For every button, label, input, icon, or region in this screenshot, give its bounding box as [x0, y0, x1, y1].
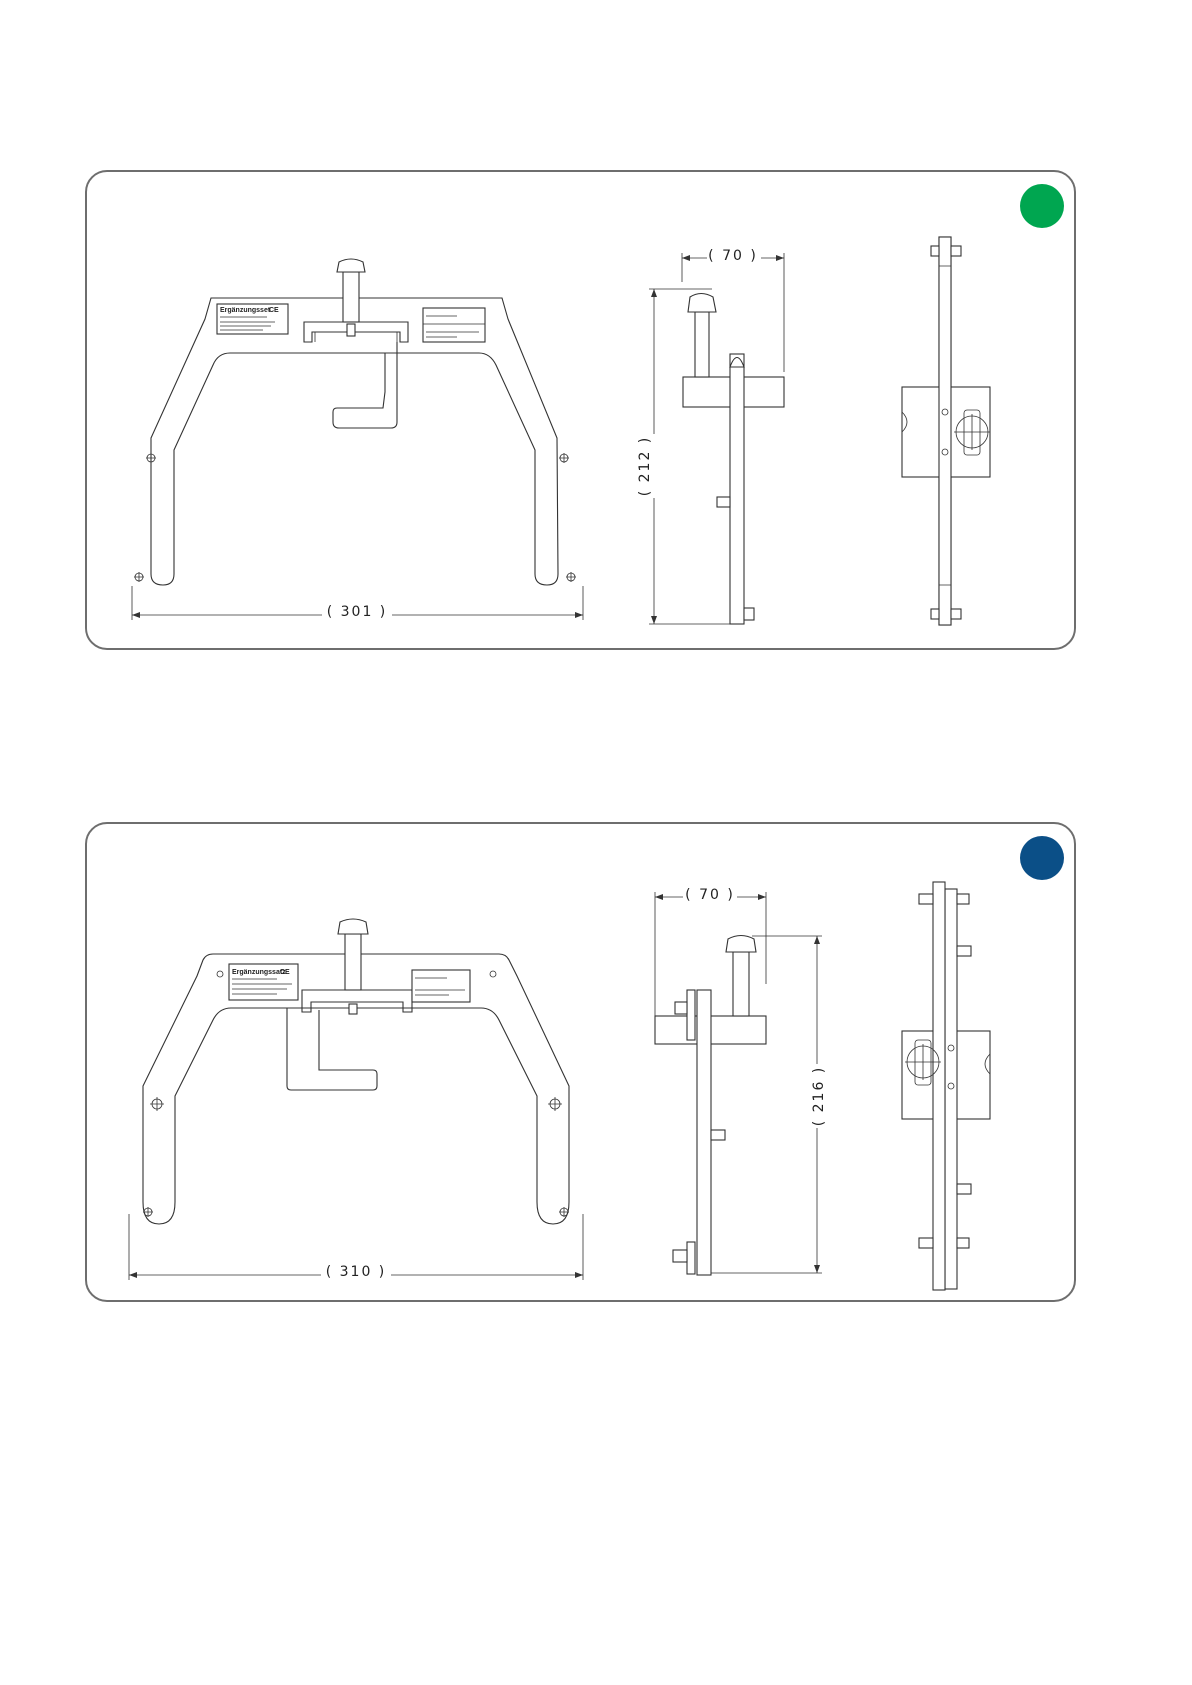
dimension-width: ( 310 )	[326, 1264, 387, 1280]
front-view: Ergänzungssatz CE ( 310 )	[129, 919, 583, 1280]
plate-left-title: Ergänzungsset	[220, 307, 271, 314]
plate-left-marking: CE	[280, 969, 290, 976]
technical-drawing-bottom: Ergänzungssatz CE ( 310 )	[87, 824, 1078, 1304]
drawing-panel-bottom: Ergänzungssatz CE ( 310 )	[85, 822, 1076, 1302]
end-view	[902, 882, 990, 1290]
plate-left-marking: CE	[269, 307, 279, 314]
side-view: ( 70 ) ( 216 )	[655, 885, 829, 1275]
dimension-depth: ( 70 )	[708, 248, 758, 264]
technical-drawing-top: Ergänzungsset CE ( 301 )	[87, 172, 1078, 652]
dimension-width: ( 301 )	[327, 604, 388, 620]
side-view: ( 70 ) ( 212 )	[635, 246, 784, 624]
front-view: Ergänzungsset CE ( 301 )	[132, 259, 583, 620]
plate-left-title: Ergänzungssatz	[232, 969, 286, 976]
dimension-height: ( 212 )	[637, 436, 653, 497]
dimension-depth: ( 70 )	[685, 887, 735, 903]
drawing-panel-top: Ergänzungsset CE ( 301 )	[85, 170, 1076, 650]
dimension-height: ( 216 )	[811, 1066, 827, 1127]
end-view	[902, 237, 990, 625]
